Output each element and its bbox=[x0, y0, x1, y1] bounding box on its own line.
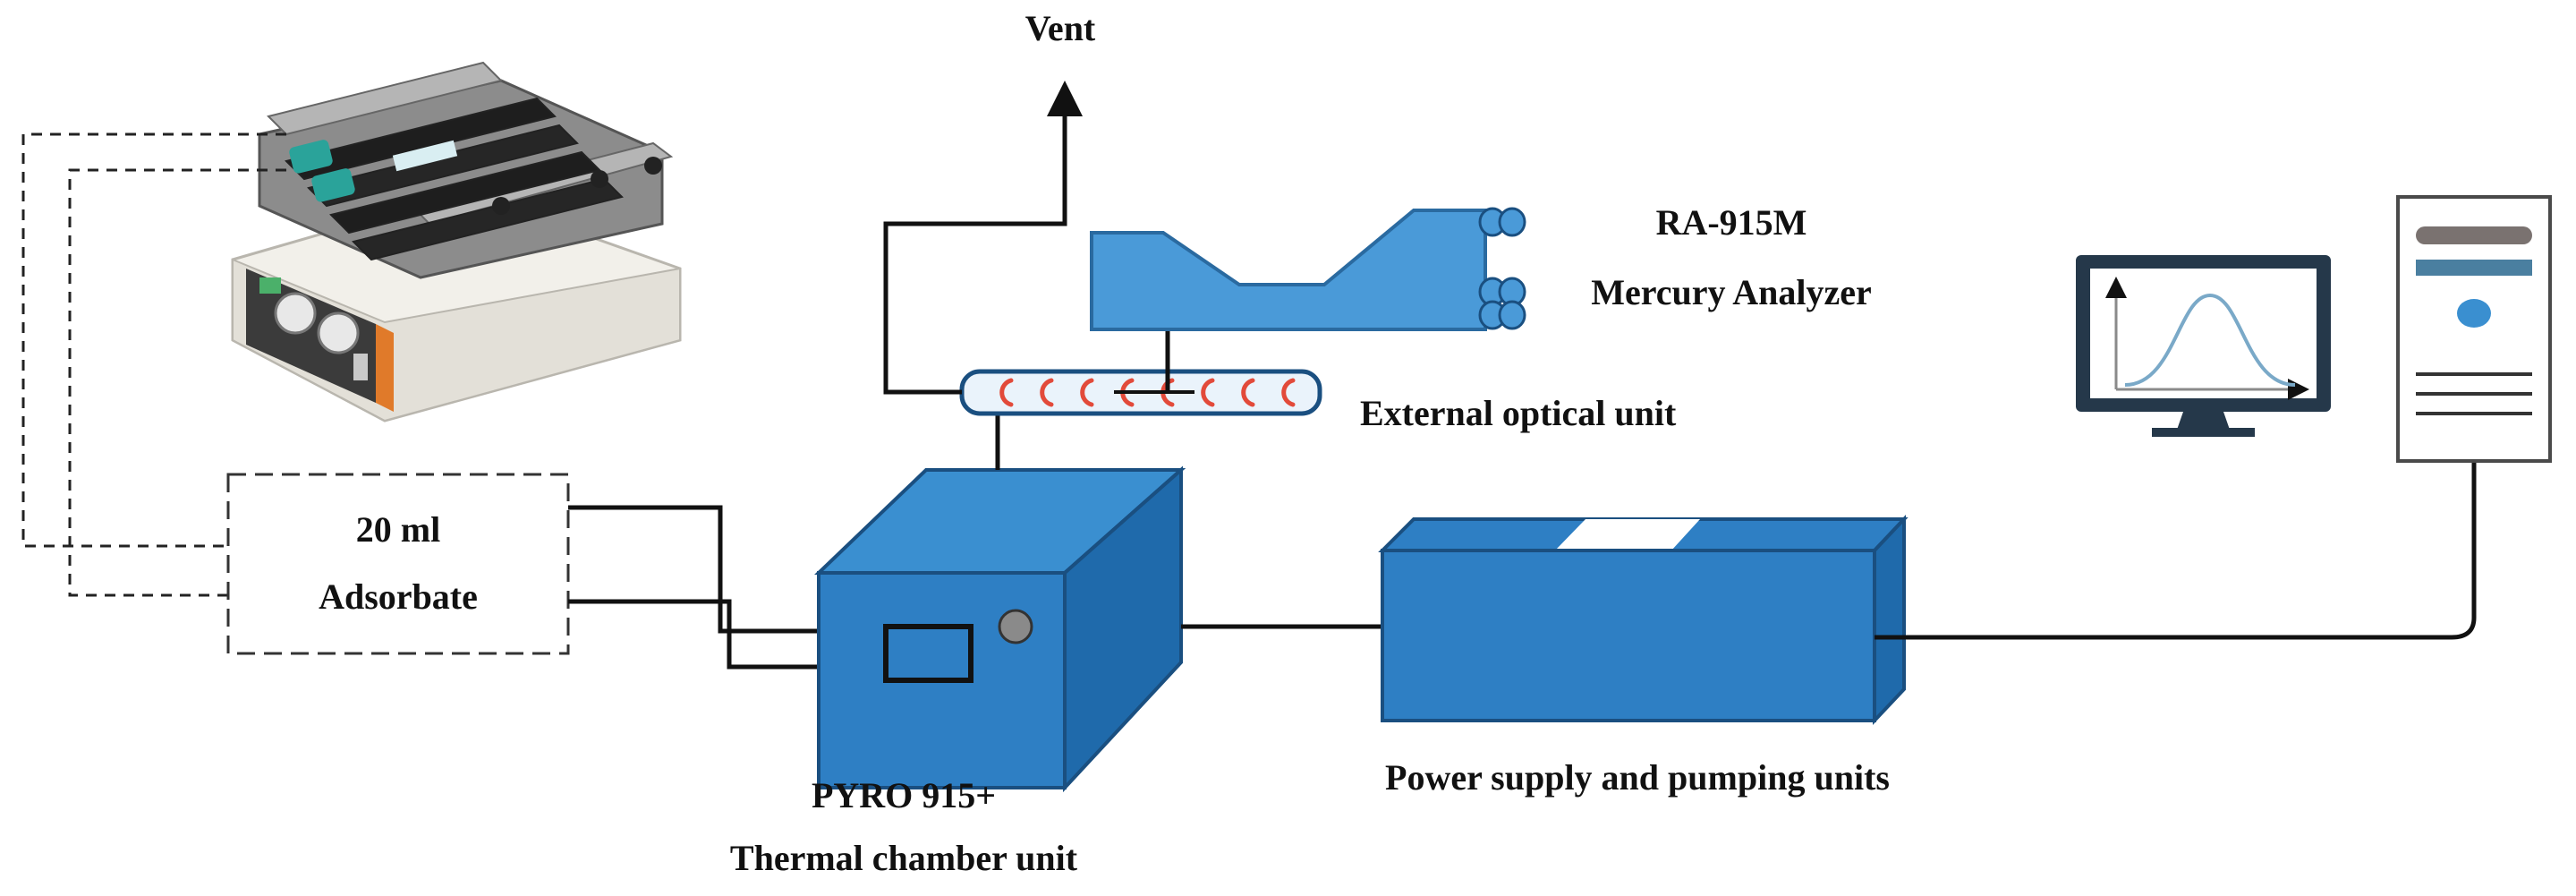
analyzer-name-label: Mercury Analyzer bbox=[1591, 272, 1872, 312]
rotary-shaker-icon bbox=[231, 61, 682, 422]
adsorbate-container: 20 ml Adsorbate bbox=[226, 473, 570, 655]
monitor-chart-icon bbox=[2076, 255, 2331, 437]
power-pc-cable bbox=[1875, 461, 2477, 640]
shaker-connection-dashed bbox=[21, 132, 286, 597]
vent-line: Vent bbox=[883, 8, 1096, 395]
pc-tower-icon bbox=[2396, 195, 2552, 463]
pyro-name-label: Thermal chamber unit bbox=[730, 838, 1078, 878]
power-unit-label: Power supply and pumping units bbox=[1385, 757, 1890, 798]
pyro-model-label: PYRO 915+ bbox=[812, 775, 996, 815]
mercury-analyzer: RA-915M Mercury Analyzer bbox=[1090, 202, 1872, 392]
indicator-light bbox=[998, 609, 1033, 644]
analyzer-model-label: RA-915M bbox=[1656, 202, 1807, 243]
sample-name-label: Adsorbate bbox=[319, 576, 478, 617]
sample-feed-lines bbox=[568, 505, 890, 685]
sample-inlet-port bbox=[883, 624, 973, 683]
power-supply-unit: Power supply and pumping units bbox=[1378, 514, 1909, 798]
sample-volume-label: 20 ml bbox=[356, 509, 440, 550]
optical-unit-label: External optical unit bbox=[1360, 393, 1677, 433]
pyro-thermal-chamber: PYRO 915+ Thermal chamber unit bbox=[730, 465, 1186, 878]
external-optical-unit: External optical unit bbox=[959, 369, 1677, 433]
vent-label: Vent bbox=[1025, 8, 1096, 48]
